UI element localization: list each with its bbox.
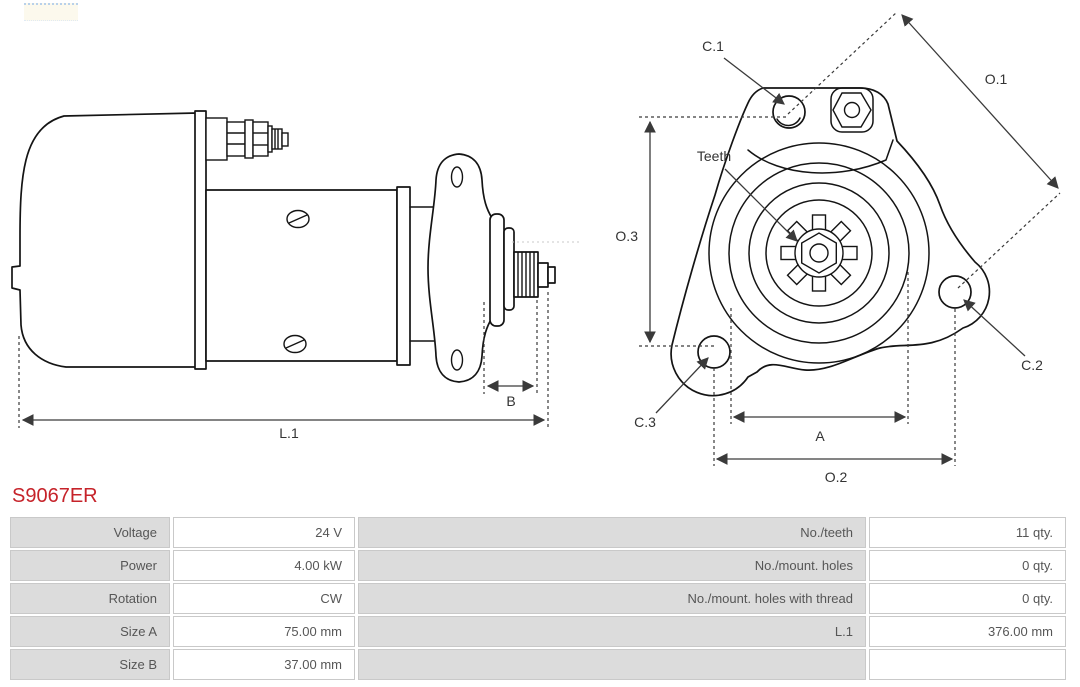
callout-label-c3: C.3 (634, 414, 656, 430)
spec-label-cell: No./teeth (358, 517, 866, 548)
spec-value-cell: 37.00 mm (173, 649, 355, 680)
gear-center-hole (809, 243, 829, 263)
spec-value-cell: 75.00 mm (173, 616, 355, 647)
callout-c2: C.2 (963, 299, 1043, 373)
spec-value-cell: 0 qty. (869, 583, 1066, 614)
spec-label-cell: No./mount. holes (358, 550, 866, 581)
brand-watermark-logo (24, 3, 78, 21)
screw-head (283, 334, 307, 354)
side-view-drawing: B L.1 (11, 110, 580, 441)
spec-value-cell: 24 V (173, 517, 355, 548)
hex-bolt (830, 87, 874, 133)
spec-label-cell: No./mount. holes with thread (358, 583, 866, 614)
spec-value-cell: CW (173, 583, 355, 614)
pinion-splines (513, 251, 539, 298)
spec-value-cell: 4.00 kW (173, 550, 355, 581)
spec-value-cell: 11 qty. (869, 517, 1066, 548)
dimension-o3: O.3 (615, 116, 788, 347)
spec-value-cell: 376.00 mm (869, 616, 1066, 647)
body-ring (194, 110, 207, 370)
callout-c1: C.1 (702, 38, 785, 105)
nose-step-2 (503, 227, 515, 311)
dim-label-o3: O.3 (615, 228, 638, 244)
dimension-o2: O.2 (713, 309, 956, 485)
dimension-o1: O.1 (787, 11, 1061, 289)
callout-c3: C.3 (634, 357, 709, 430)
callout-teeth: Teeth (697, 148, 798, 242)
spec-label-cell: Size A (10, 616, 170, 647)
terminal-stud (205, 117, 289, 161)
dim-label-o2: O.2 (825, 469, 848, 485)
spec-label-cell: Size B (10, 649, 170, 680)
callout-label-teeth: Teeth (697, 148, 731, 164)
flange-hole-bottom (450, 349, 464, 371)
dim-label-l1: L.1 (279, 425, 299, 441)
screw-head (286, 209, 310, 229)
mount-hole-right (938, 275, 972, 309)
technical-drawing: B L.1 (11, 11, 1061, 485)
spec-label-cell: Power (10, 550, 170, 581)
spec-value-cell: 0 qty. (869, 550, 1066, 581)
shaft-tip (537, 262, 549, 288)
nose-step-1 (489, 213, 505, 327)
dimension-l1: L.1 (18, 292, 549, 441)
callout-label-c2: C.2 (1021, 357, 1043, 373)
pinion-gear-front (780, 214, 858, 292)
mount-hole-top-left (772, 95, 806, 129)
dim-label-b: B (506, 393, 515, 409)
dim-label-a: A (815, 428, 825, 444)
spec-label-cell (358, 649, 866, 680)
spec-label-cell: Voltage (10, 517, 170, 548)
spec-table: Voltage 24 V No./teeth 11 qty. Power 4.0… (10, 517, 1066, 680)
spec-value-cell (869, 649, 1066, 680)
dimension-b: B (483, 300, 538, 409)
part-number: S9067ER (12, 485, 98, 507)
callout-label-c1: C.1 (702, 38, 724, 54)
drive-end-flange (427, 153, 493, 383)
flange-hole-top (450, 166, 464, 188)
dimension-a: A (730, 272, 909, 444)
front-view-drawing: O.3 O.1 A O.2 C.1 (615, 11, 1061, 485)
dim-label-o1: O.1 (985, 71, 1008, 87)
motor-body (11, 112, 198, 368)
spec-label-cell: L.1 (358, 616, 866, 647)
spec-label-cell: Rotation (10, 583, 170, 614)
shaft-tip-end (547, 266, 556, 284)
concentric-circles (708, 142, 930, 364)
cylinder-end-band (396, 186, 411, 366)
